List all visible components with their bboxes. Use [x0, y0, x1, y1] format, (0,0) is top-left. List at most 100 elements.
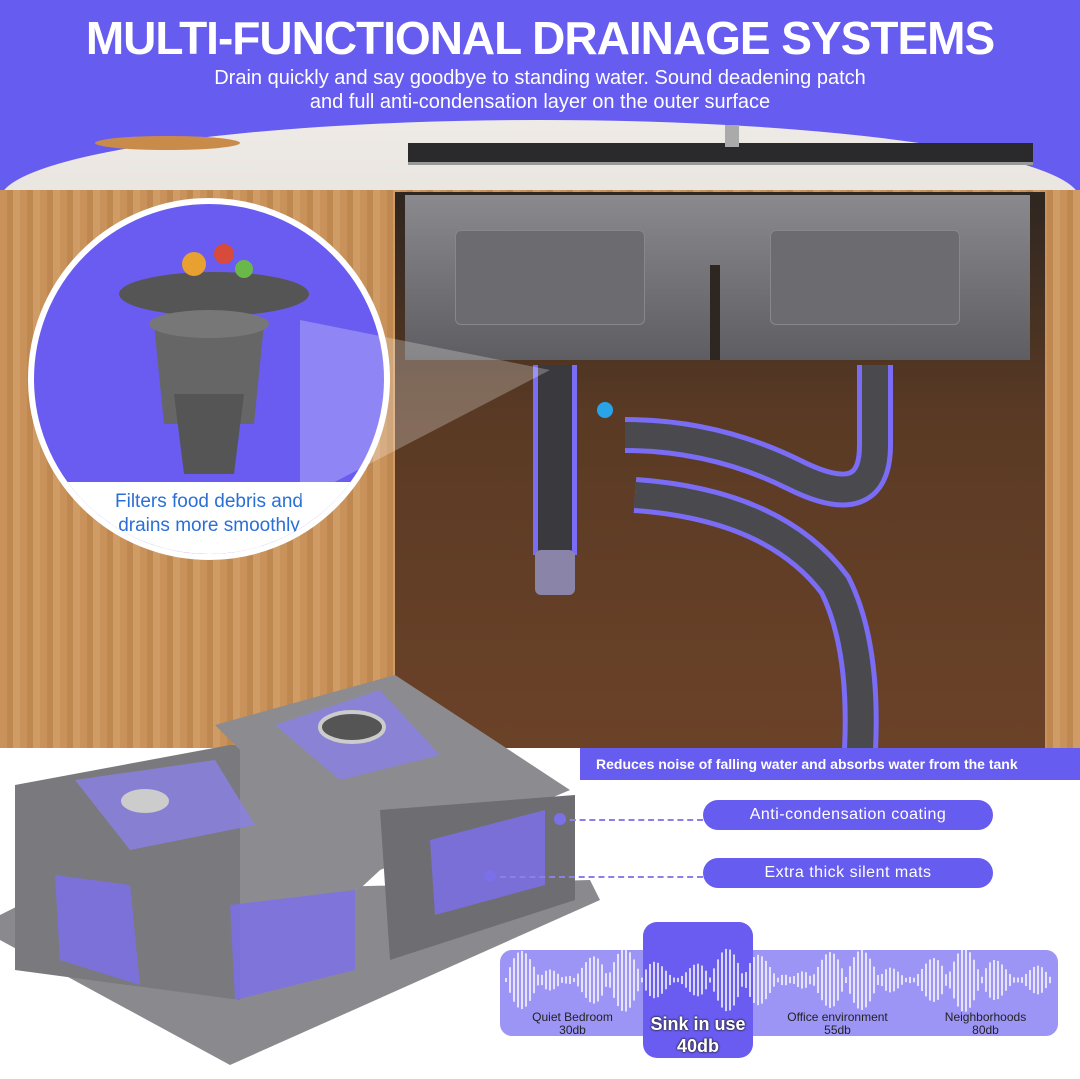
wave-bar	[805, 972, 807, 988]
wave-bar	[965, 948, 967, 1012]
wave-bar	[961, 948, 963, 1012]
wave-bar	[993, 959, 995, 1001]
wave-bar	[921, 968, 923, 992]
wave-bar	[649, 963, 651, 997]
wave-bar	[777, 977, 779, 983]
trap	[535, 550, 575, 595]
wave-bar	[513, 958, 515, 1002]
silent-mats-label: Extra thick silent mats	[703, 858, 993, 888]
wave-bar	[1041, 967, 1043, 993]
sink-basin-underside	[405, 195, 1030, 360]
wave-bar	[1005, 969, 1007, 991]
wave-bar	[929, 959, 931, 1001]
wave-bar	[653, 961, 655, 999]
wave-bar	[797, 972, 799, 988]
wave-bar	[625, 948, 627, 1012]
caption-line-1: Filters food debris and	[115, 491, 303, 512]
wave-bar	[977, 969, 979, 991]
anti-condensation-label: Anti-condensation coating	[703, 800, 993, 830]
wave-bar	[845, 976, 847, 984]
wave-bar	[817, 966, 819, 994]
wave-bar	[657, 962, 659, 998]
wave-bar	[565, 976, 567, 984]
drain-hole	[318, 710, 386, 744]
wave-bar	[661, 966, 663, 994]
wave-bar	[665, 970, 667, 990]
sink-underside-render	[0, 675, 600, 1065]
wave-bar	[517, 952, 519, 1008]
wave-bar	[725, 948, 727, 1012]
wave-bar	[681, 975, 683, 985]
wave-bar	[585, 962, 587, 998]
drain-hole	[121, 789, 169, 813]
wave-bar	[1013, 977, 1015, 983]
page-title: MULTI-FUNCTIONAL DRAINAGE SYSTEMS	[85, 12, 995, 64]
wave-bar	[897, 971, 899, 989]
wave-bar	[637, 968, 639, 992]
wave-bar	[941, 965, 943, 995]
wave-bar	[857, 951, 859, 1009]
wave-bar	[945, 974, 947, 986]
wave-bar	[673, 977, 675, 983]
subtitle-line-2: and full anti-condensation layer on the …	[309, 91, 771, 113]
sink-opening	[408, 143, 1033, 165]
strainer-basket-icon	[119, 244, 309, 474]
coating-leader-line	[560, 819, 703, 821]
wave-bar	[1009, 974, 1011, 986]
wave-bar	[533, 966, 535, 994]
wave-bar	[561, 977, 563, 983]
silent-mat	[55, 875, 140, 985]
wave-bar	[1037, 965, 1039, 995]
wave-bar	[677, 977, 679, 983]
wave-bar	[753, 957, 755, 1003]
wave-bar	[997, 960, 999, 1000]
wave-bar	[937, 960, 939, 1000]
wave-bar	[837, 959, 839, 1001]
wave-bar	[773, 973, 775, 987]
wave-bar	[765, 960, 767, 1000]
wave-bar	[705, 970, 707, 990]
mats-leader-line	[490, 876, 703, 878]
wave-bar	[669, 974, 671, 986]
wave-bar	[801, 971, 803, 989]
wave-bar	[869, 958, 871, 1002]
wave-bar	[1021, 977, 1023, 983]
wave-bar	[641, 977, 643, 983]
wave-bar	[905, 977, 907, 983]
cutting-board	[95, 136, 240, 150]
wave-bar	[985, 968, 987, 992]
wave-bar	[549, 969, 551, 991]
wave-bar	[697, 963, 699, 997]
wave-bar	[581, 967, 583, 993]
wave-bar	[785, 974, 787, 986]
wave-bar	[829, 952, 831, 1008]
wave-bar	[901, 975, 903, 985]
subtitle: Drain quickly and say goodbye to standin…	[0, 66, 1080, 114]
wave-bar	[745, 972, 747, 988]
coating-dot	[554, 813, 566, 825]
wave-bar	[1025, 973, 1027, 987]
inset-pointer	[300, 320, 550, 500]
wave-bar	[981, 976, 983, 984]
wave-bar	[569, 975, 571, 985]
wave-bar	[933, 958, 935, 1002]
wave-bar	[737, 962, 739, 998]
wave-bar	[789, 976, 791, 984]
wave-bar	[925, 963, 927, 997]
subtitle-line-1: Drain quickly and say goodbye to standin…	[214, 67, 866, 89]
sound-pad	[455, 230, 645, 325]
wave-bar	[793, 976, 795, 984]
wave-bar	[865, 952, 867, 1008]
wave-bar	[605, 973, 607, 987]
wave-bar	[761, 956, 763, 1004]
wave-bar	[881, 973, 883, 987]
wave-bar	[577, 973, 579, 987]
wave-bar	[553, 970, 555, 990]
wave-bar	[537, 974, 539, 986]
wave-bar	[573, 977, 575, 983]
wave-bar	[861, 950, 863, 1010]
wave-bar	[729, 949, 731, 1011]
wave-bar	[689, 968, 691, 992]
